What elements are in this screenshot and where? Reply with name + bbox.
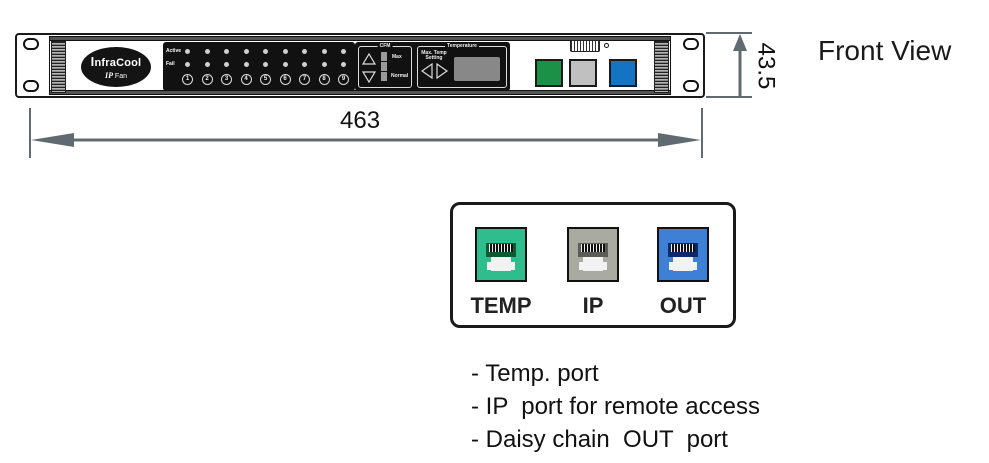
right-vent-grille <box>654 41 669 93</box>
right-ear-divider <box>670 37 671 94</box>
note-temp-port: - Temp. port <box>471 360 599 387</box>
temp-left-arrow-icon[interactable] <box>421 63 433 79</box>
cfm-title: CFM <box>377 43 393 49</box>
width-extension-line-left <box>29 108 31 158</box>
width-dimension-label: 463 <box>340 107 381 134</box>
cfm-down-arrow-icon[interactable] <box>362 71 376 83</box>
mount-hole-icon <box>23 38 39 50</box>
fan-number-badge: 6 <box>279 74 291 85</box>
out-port-label: OUT <box>659 293 707 318</box>
left-vent-grille <box>51 41 66 93</box>
fan-number-badge: 4 <box>240 74 252 85</box>
front-out-port <box>609 59 637 87</box>
fail-led <box>224 62 229 67</box>
ip-port-jack-icon <box>567 227 619 282</box>
max-temp-label: Max. Temp <box>421 50 447 56</box>
out-port-jack-icon <box>657 227 709 282</box>
mount-hole-icon <box>23 80 39 92</box>
fail-led <box>302 62 307 67</box>
ports-detail-box: TEMP IP OUT <box>450 202 736 328</box>
fan-number-badge: 5 <box>260 74 271 85</box>
logo-brand-initial: I <box>90 54 95 69</box>
port-notes-list: - Temp. port - IP port for remote access… <box>471 357 760 456</box>
cfm-max-label: Max <box>392 54 402 60</box>
active-led <box>263 49 268 54</box>
active-led <box>282 49 288 54</box>
fan-number-badge: 8 <box>318 74 330 85</box>
infracool-logo: InfraCool IP Fan <box>81 47 151 87</box>
active-led <box>243 49 249 54</box>
left-ear-divider <box>49 37 50 94</box>
height-extension-line-bottom <box>706 96 752 98</box>
dip-switch-icon[interactable] <box>570 40 600 52</box>
fail-led <box>263 62 268 67</box>
active-led <box>302 49 307 54</box>
logo-brand-text: nfraCool <box>94 57 142 69</box>
front-temp-port <box>535 59 563 87</box>
mount-hole-icon <box>683 38 699 50</box>
fail-led <box>243 62 249 67</box>
mount-hole-icon <box>683 80 699 92</box>
cfm-up-arrow-icon[interactable] <box>362 53 376 65</box>
front-view-title: Front View <box>818 35 952 66</box>
fail-led <box>185 62 190 67</box>
fan-number-badge: 7 <box>299 74 310 85</box>
active-led <box>341 49 346 54</box>
reset-button-icon[interactable] <box>604 43 609 48</box>
active-led <box>204 49 210 54</box>
active-led <box>321 49 327 54</box>
fail-led <box>282 62 288 67</box>
temp-port-jack-icon <box>475 227 527 282</box>
height-dimension-label: 43.5 <box>752 42 780 90</box>
temperature-lcd-display <box>454 57 500 81</box>
fan-number-badge: 9 <box>338 74 349 85</box>
height-dimension-arrow-icon <box>733 34 747 96</box>
setting-label: Setting <box>425 55 443 61</box>
note-out-port: - Daisy chain OUT port <box>471 426 728 453</box>
temperature-title: Temperature <box>445 43 479 49</box>
logo-model-text: Fan <box>112 73 127 80</box>
width-extension-line-right <box>701 108 703 158</box>
cfm-control-group: CFM Max Normal <box>358 43 412 88</box>
cfm-normal-label: Normal <box>391 73 409 79</box>
height-extension-line-top <box>706 32 752 34</box>
fan-number-badge: 3 <box>221 74 232 85</box>
active-label: Active <box>166 48 182 54</box>
logo-model-ip: IP <box>104 71 113 80</box>
active-led <box>185 49 190 54</box>
fail-led <box>204 62 210 67</box>
fan-number-badge: 2 <box>201 74 213 85</box>
fail-led <box>321 62 327 67</box>
top-rail <box>49 36 671 41</box>
width-dimension-arrow-icon <box>31 133 701 147</box>
fail-led <box>341 62 346 67</box>
temp-right-arrow-icon[interactable] <box>436 63 448 79</box>
cfm-level-bar <box>381 52 387 82</box>
ip-port-label: IP <box>582 293 604 318</box>
fail-label: Fail <box>166 61 175 67</box>
active-led <box>224 49 229 54</box>
note-ip-port: - IP port for remote access <box>471 393 760 420</box>
front-ip-port <box>569 59 597 87</box>
temp-port-label: TEMP <box>470 293 532 318</box>
fan-number-badge: 1 <box>182 74 193 85</box>
